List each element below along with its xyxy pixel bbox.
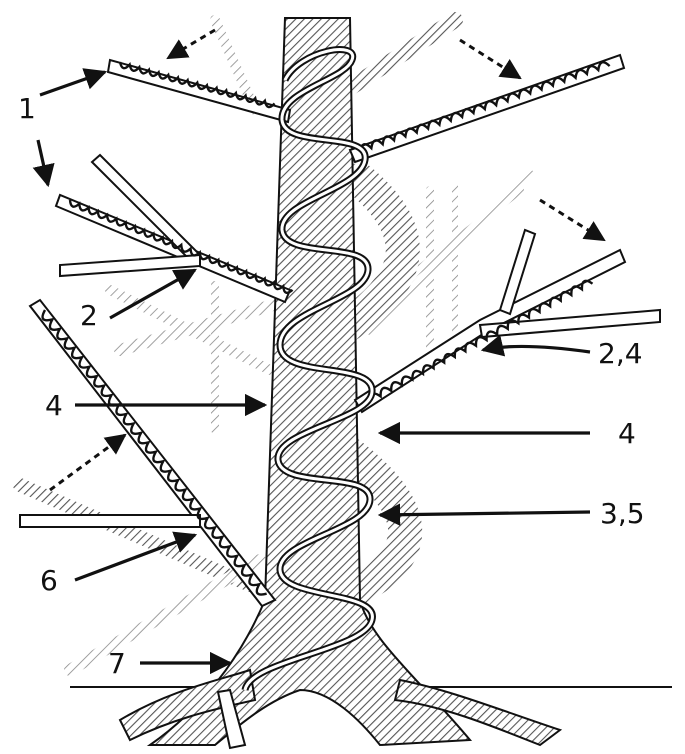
dashed-arrow-lower-left — [50, 435, 125, 490]
label-6: 6 — [40, 564, 58, 597]
arrow-label-1-top — [40, 72, 105, 95]
arrow-label-1-down — [38, 140, 48, 185]
dashed-arrow-top-left — [168, 30, 215, 58]
dashed-arrow-top-right — [460, 40, 520, 78]
label-7: 7 — [108, 647, 126, 680]
label-4-right: 4 — [618, 417, 636, 450]
arrow-label-2-4 — [483, 346, 590, 352]
label-3-5: 3,5 — [600, 497, 645, 530]
label-2-4: 2,4 — [598, 337, 643, 370]
label-2: 2 — [80, 299, 98, 332]
label-4-left: 4 — [45, 389, 63, 422]
label-1: 1 — [18, 92, 36, 125]
dashed-arrow-mid-right — [540, 200, 604, 240]
